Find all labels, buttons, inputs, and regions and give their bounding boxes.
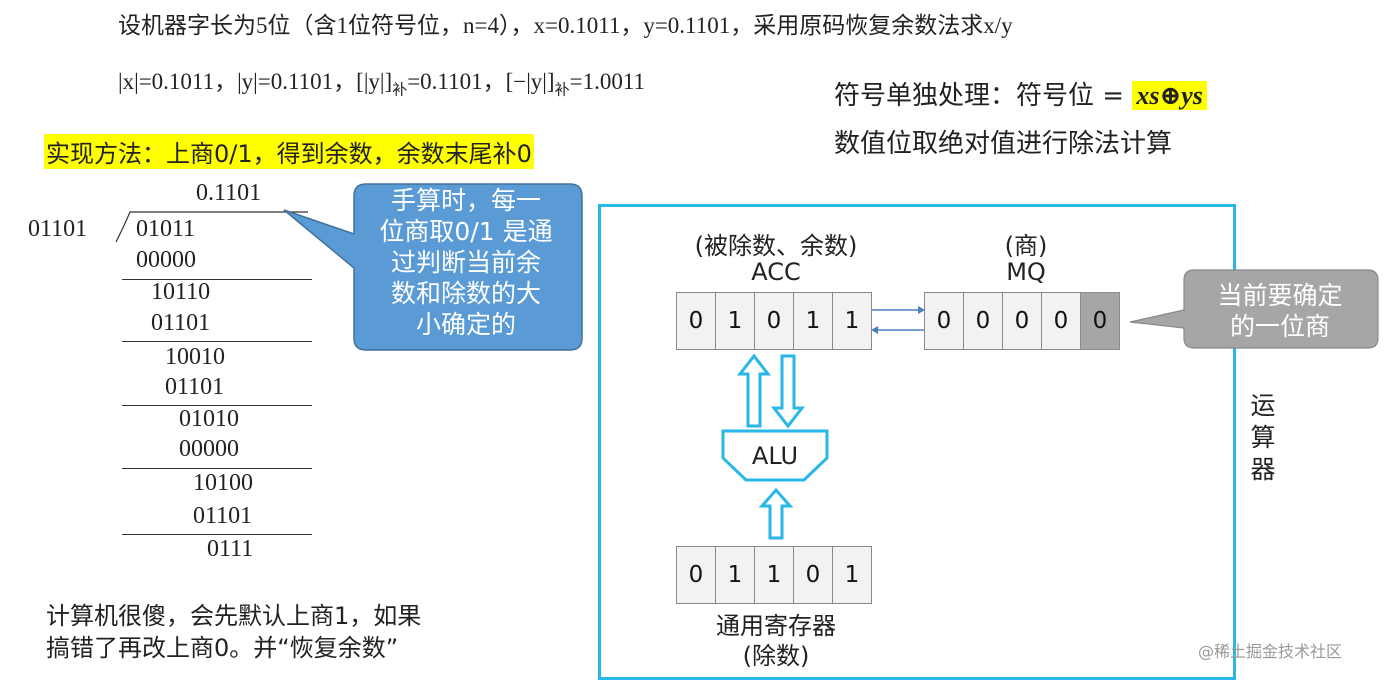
- quotient: 0.1101: [196, 180, 262, 206]
- complement-subscript: 补: [392, 82, 408, 99]
- divisor: 01101: [28, 216, 88, 242]
- division-rule: [122, 534, 312, 535]
- abs-part-1: |x|=0.1011，|y|=0.1101，[|y|]: [118, 69, 393, 94]
- callout-left-shape: [283, 183, 583, 351]
- problem-title: 设机器字长为5位（含1位符号位，n=4），x=0.1011，y=0.1101，采…: [118, 13, 1013, 38]
- arithmetic-unit-label: 运 算 器: [1246, 390, 1280, 486]
- callout-line: 位商取0/1 是通: [379, 217, 553, 246]
- bottom-note: 计算机很傻，会先默认上商1，如果 搞错了再改上商0。并“恢复余数”: [46, 600, 421, 664]
- reg-alu-arrow: [758, 487, 794, 540]
- alu-label: ALU: [751, 442, 799, 470]
- mq-bit: 0: [1041, 292, 1081, 350]
- general-register: 0 1 1 0 1: [676, 546, 872, 604]
- division-row: 01101: [193, 503, 253, 529]
- abs-part-2: =0.1101，[−|y|]: [407, 69, 555, 94]
- sign-note-line1: 符号单独处理：符号位 = xs⊕ys: [834, 72, 1207, 120]
- division-rule: [122, 405, 312, 406]
- sign-note-prefix: 符号单独处理：符号位 =: [834, 81, 1133, 111]
- callout-line: 过判断当前余: [390, 248, 541, 277]
- reg-bit: 1: [832, 546, 872, 604]
- reg-bit: 1: [754, 546, 794, 604]
- mq-bit: 0: [1002, 292, 1042, 350]
- acc-register: 0 1 0 1 1: [676, 292, 872, 350]
- division-row: 01011: [136, 216, 196, 242]
- reg-bit: 0: [793, 546, 833, 604]
- division-rule: [122, 279, 312, 280]
- unit-label-char: 算: [1250, 423, 1276, 452]
- complement-subscript: 补: [554, 82, 570, 99]
- division-row: 10010: [165, 344, 225, 370]
- acc-bit: 1: [715, 292, 755, 350]
- sign-note: 符号单独处理：符号位 = xs⊕ys 数值位取绝对值进行除法计算: [834, 72, 1207, 168]
- callout-right-shape: [1129, 269, 1379, 349]
- bottom-note-line: 搞错了再改上商0。并“恢复余数”: [46, 634, 399, 662]
- mq-bit: 0: [924, 292, 964, 350]
- mq-bit: 0: [963, 292, 1003, 350]
- division-row: 01101: [165, 374, 225, 400]
- division-row: 01101: [151, 310, 211, 336]
- callout-line: 的一位商: [1229, 312, 1330, 341]
- division-remainder: 0111: [207, 536, 254, 562]
- callout-right-text: 当前要确定 的一位商: [1190, 280, 1370, 342]
- reg-bit: 0: [676, 546, 716, 604]
- acc-bit: 1: [793, 292, 833, 350]
- method-note: 实现方法：上商0/1，得到余数，余数末尾补0: [44, 134, 534, 169]
- acc-alu-arrows: [736, 353, 806, 429]
- division-row: 10100: [193, 470, 253, 496]
- acc-bit: 0: [754, 292, 794, 350]
- acc-desc-label: (被除数、余数): [694, 232, 858, 260]
- alu-shape: [721, 429, 829, 482]
- reg-bit: 1: [715, 546, 755, 604]
- mq-current-bit: 0: [1080, 292, 1120, 350]
- unit-label-char: 运: [1250, 391, 1276, 420]
- callout-line: 数和除数的大: [390, 279, 541, 308]
- callout-line: 当前要确定: [1217, 281, 1343, 310]
- abs-values-line: |x|=0.1011，|y|=0.1101，[|y|]补=0.1101，[−|y…: [118, 62, 645, 100]
- division-row: 10110: [151, 279, 211, 305]
- callout-left-text: 手算时，每一 位商取0/1 是通 过判断当前余 数和除数的大 小确定的: [356, 185, 576, 340]
- watermark: @稀土掘金技术社区: [1198, 642, 1343, 661]
- bottom-note-line: 计算机很傻，会先默认上商1，如果: [46, 602, 422, 630]
- callout-line: 小确定的: [415, 310, 516, 339]
- division-row: 00000: [136, 247, 196, 273]
- mq-desc-label: (商): [1004, 232, 1048, 260]
- acc-label: ACC: [751, 258, 801, 286]
- acc-bit: 0: [676, 292, 716, 350]
- mq-register: 0 0 0 0 0: [924, 292, 1120, 350]
- division-row: 01010: [179, 406, 239, 432]
- abs-part-3: =1.0011: [569, 69, 645, 94]
- acc-mq-shift-arrows: [871, 306, 925, 334]
- unit-label-char: 器: [1250, 455, 1276, 484]
- division-rule: [122, 468, 312, 469]
- mq-label: MQ: [1006, 258, 1046, 286]
- general-register-label: 通用寄存器: [716, 612, 836, 640]
- callout-line: 手算时，每一: [390, 186, 541, 215]
- divisor-register-label: (除数): [742, 642, 810, 670]
- sign-note-line2: 数值位取绝对值进行除法计算: [834, 129, 1173, 159]
- acc-bit: 1: [832, 292, 872, 350]
- division-bracket: [115, 211, 308, 243]
- division-row: 00000: [179, 436, 239, 462]
- sign-expression: xs⊕ys: [1132, 81, 1207, 110]
- division-rule: [122, 341, 312, 342]
